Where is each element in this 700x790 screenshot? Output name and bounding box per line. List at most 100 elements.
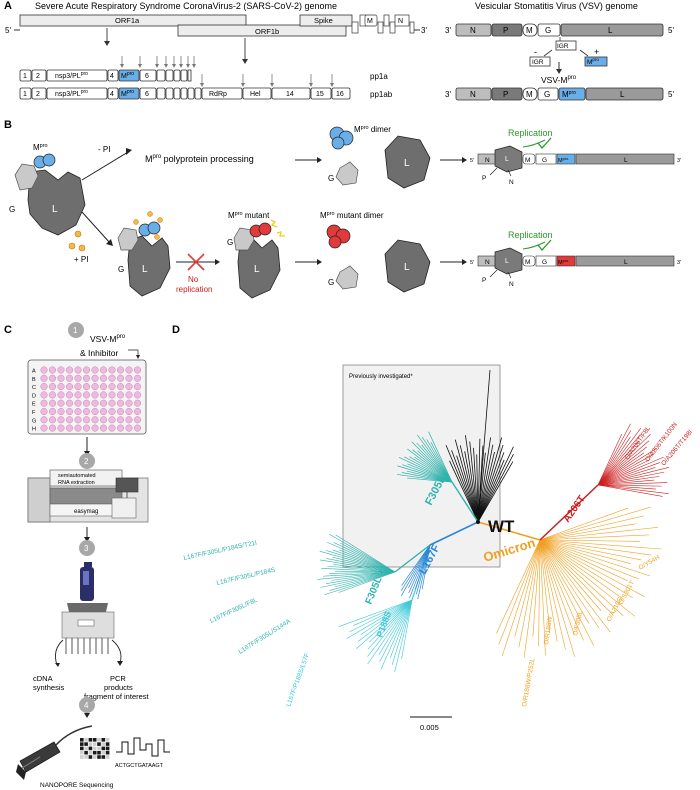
top-genome-l: L: [505, 156, 509, 163]
omicron-branch: [498, 539, 541, 645]
a206t-branch: [597, 447, 657, 486]
easymag-instrument: semiautomated RNA extraction easymag: [27, 469, 149, 523]
plate-well: [40, 366, 48, 374]
heatmap-cell: [101, 755, 106, 759]
pp1ab-seg-1: 1: [23, 91, 27, 98]
a206t-branch: [597, 484, 663, 497]
f305l-lower-branch: [324, 571, 396, 596]
pipette-thermocycler: cDNA synthesis PCR products fragment of …: [33, 562, 150, 701]
plate-well: [116, 416, 124, 424]
f305l-lower-branch: [332, 549, 396, 573]
bottom-genome-n: N: [485, 259, 490, 266]
wt-branch: [473, 447, 479, 523]
wt-branch: [469, 441, 479, 523]
pp1a-label: pp1a: [370, 72, 388, 81]
plate-well: [65, 424, 73, 432]
p188s-branch: [367, 599, 413, 657]
p188s-branch: [389, 599, 413, 659]
plate-well: [74, 391, 82, 399]
f305l-branch: [417, 450, 453, 483]
plate-well: [108, 383, 116, 391]
omicron-branch: [539, 539, 652, 556]
f305l-branch: [414, 456, 453, 483]
f305l-lower-branch: [335, 534, 396, 573]
plate-well: [116, 424, 124, 432]
scale-bar-label: 0.005: [420, 723, 439, 732]
plate-well: [91, 366, 99, 374]
f305l-lower-branch: [326, 558, 396, 573]
f305l-branch: [397, 465, 453, 483]
orange-leaf-label: O/Y54H: [638, 554, 662, 572]
inhibitor-label: & Inhibitor: [80, 348, 118, 358]
plate-row-label: E: [32, 402, 36, 408]
pp1ab-seg-16: 16: [336, 91, 344, 98]
l167f-branch: [400, 544, 431, 591]
vsv-3prime: 3': [445, 26, 451, 35]
plate-well: [133, 416, 141, 424]
heatmap-cell: [105, 746, 110, 751]
l167f-stem: [429, 521, 479, 546]
omicron-branch: [501, 539, 541, 656]
plate-well: [108, 374, 116, 382]
bottom-genome-mpro: Mpro: [558, 258, 569, 266]
wt-branch: [477, 452, 505, 523]
bottom-genome-l: L: [505, 258, 509, 265]
pcr-label-3: fragment of interest: [84, 692, 150, 701]
top-g-label: G: [328, 174, 334, 183]
a206t-branch: [597, 467, 670, 486]
heatmap-cell: [88, 750, 93, 755]
heatmap-cell: [97, 742, 101, 746]
left-leaf-label: L167F/F305L/S144A: [237, 618, 292, 656]
wt-branch: [477, 446, 514, 523]
f305l-lower-branch: [319, 559, 396, 573]
plate-well: [99, 408, 107, 416]
a206t-branch: [597, 423, 631, 486]
sequence-text: ACTGCTGATAAGT: [115, 763, 164, 769]
start-g-label: G: [9, 205, 15, 214]
heatmap-cell: [88, 742, 93, 746]
plate-well: [116, 383, 124, 391]
cleavage-arrows-pp1a: [120, 56, 196, 68]
n-gene-box: [394, 14, 410, 27]
wt-branch: [445, 444, 479, 523]
pp1a-nsp3-label: nsp3/PLpro: [55, 71, 88, 80]
vsv-m-label: M: [526, 26, 533, 35]
vsv-mpro-n: N: [470, 90, 476, 99]
mutant-complex: Mpro mutant G L: [227, 211, 285, 299]
pp1ab-mpro-label: Mpro: [121, 89, 134, 98]
plate-well: [133, 374, 141, 382]
heatmap-cell: [80, 742, 84, 746]
omicron-branch: [539, 539, 645, 597]
nanopore-signal-trace: [116, 737, 170, 757]
bottom-genome-5prime: 5': [470, 260, 474, 266]
step-4-number: 4: [84, 701, 89, 710]
plate-well: [91, 383, 99, 391]
cleavage-arrowhead: [270, 83, 274, 87]
omicron-stem: [477, 521, 541, 541]
a206t-branch: [597, 459, 651, 486]
plate-well: [108, 366, 116, 374]
omicron-branch: [539, 539, 633, 599]
panel-label-b: B: [4, 119, 12, 131]
orf10-box: [409, 21, 415, 34]
omicron-branch: [539, 539, 613, 615]
panel-b: B Mpro G L - PI + PI Mpro polyprotein pr…: [4, 119, 681, 299]
orf7-box: [383, 14, 390, 27]
wt-branch: [456, 455, 479, 523]
plate-well: [99, 366, 107, 374]
heatmap-cell: [88, 746, 93, 751]
cleavage-arrowhead: [138, 64, 142, 68]
vsv-5prime: 5': [668, 26, 674, 35]
top-genome-g: G: [542, 157, 547, 164]
heatmap-cell: [92, 746, 97, 751]
omicron-branch: [539, 506, 651, 541]
omicron-branch: [518, 539, 541, 648]
f305l-branch: [407, 463, 453, 483]
plate-well: [82, 374, 90, 382]
heatmap-cell: [97, 738, 101, 742]
omicron-branch: [496, 539, 541, 634]
heatmap-cell: [84, 746, 88, 751]
